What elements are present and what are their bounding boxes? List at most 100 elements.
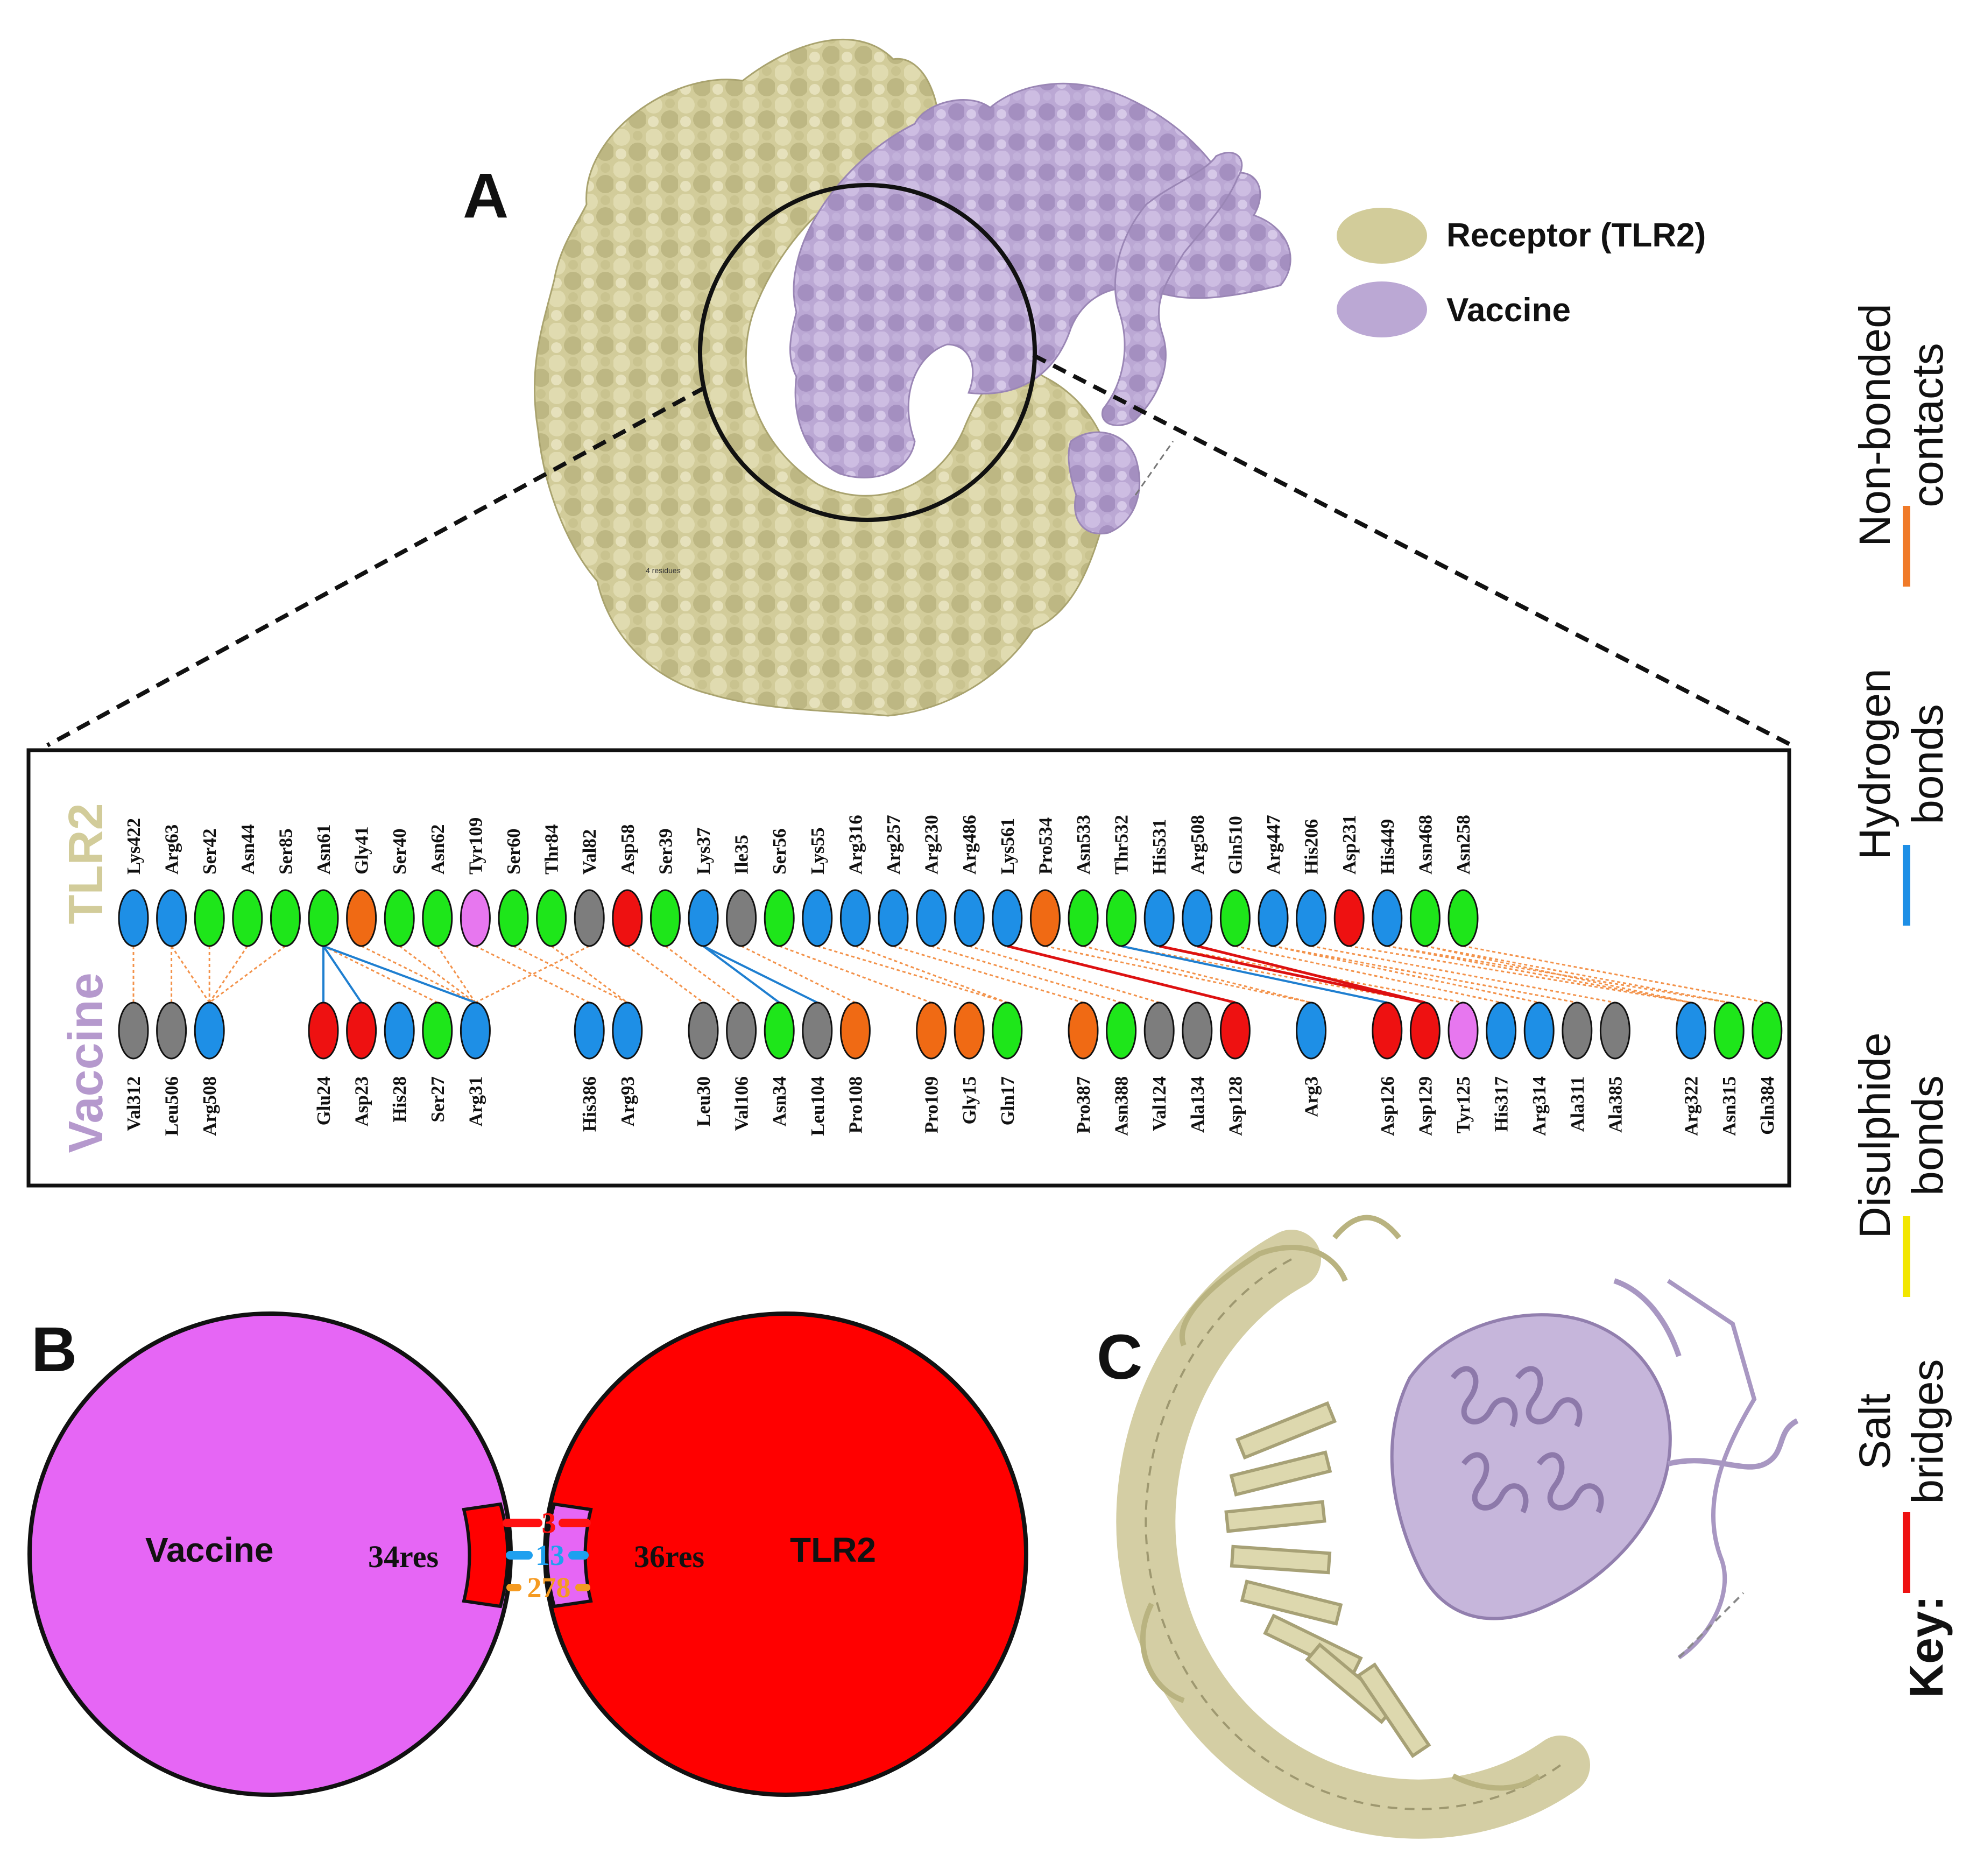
- vaccine-residue-label: His317: [1491, 1076, 1512, 1132]
- vaccine-residue: Val124: [1143, 1002, 1175, 1131]
- tlr2-residue-label: Arg316: [845, 815, 866, 874]
- nonbonded-contact-line: [1273, 945, 1540, 1004]
- vaccine-residue-node: [422, 1002, 453, 1060]
- vaccine-residue-label: Arg31: [465, 1076, 486, 1126]
- vaccine-residue-node: [1219, 1002, 1251, 1060]
- vaccine-residue-label: Tyr125: [1453, 1076, 1474, 1133]
- vaccine-side-label: Vaccine: [59, 972, 113, 1153]
- nonbonded-contact-line: [1083, 945, 1311, 1004]
- nonbonded-contact-line: [1387, 945, 1729, 1004]
- tlr2-residue-node: [346, 889, 377, 947]
- tlr2-residue-label: Ile35: [731, 835, 752, 874]
- vaccine-residue-node: [384, 1002, 415, 1060]
- vaccine-residue: Arg31: [460, 1002, 491, 1126]
- panel-c-letter: C: [1097, 1322, 1142, 1393]
- nonbonded-contact-line: [1425, 945, 1691, 1004]
- tlr2-residue-label: Arg63: [161, 824, 182, 874]
- tlr2-residue-node: [1372, 889, 1403, 947]
- tlr2-residue-label: Lys37: [693, 827, 714, 874]
- tlr2-residue-label: Thr84: [541, 824, 562, 874]
- vaccine-residue-node: [574, 1002, 605, 1060]
- tlr2-residue: Ser85: [270, 828, 301, 947]
- vaccine-residue-label: Arg3: [1301, 1076, 1322, 1117]
- tlr2-residue: Asp231: [1333, 815, 1365, 947]
- interface-box: [26, 748, 1791, 1188]
- tlr2-residue-node: [1029, 889, 1061, 947]
- tlr2-residue-label: Tyr109: [465, 817, 486, 874]
- vaccine-residue-label: Asp129: [1415, 1076, 1436, 1136]
- key-label-line2: contacts: [1903, 343, 1952, 507]
- hbond-count: 13: [535, 1539, 564, 1571]
- zoom-line-left: [46, 385, 706, 747]
- vaccine-residue-node: [1562, 1002, 1593, 1060]
- vaccine-residue-node: [194, 1002, 225, 1060]
- tlr2-residue-label: Asn44: [237, 824, 258, 874]
- vaccine-residue-node: [1448, 1002, 1479, 1060]
- vaccine-residue: Val312: [118, 1002, 149, 1131]
- vaccine-residue-node: [1523, 1002, 1555, 1060]
- tlr2-residue-label: Pro534: [1035, 817, 1056, 874]
- vaccine-residue-label: Gln384: [1757, 1076, 1778, 1135]
- vaccine-residue-label: His28: [389, 1076, 410, 1123]
- vaccine-residue-label: Arg322: [1681, 1076, 1702, 1136]
- tlr2-residue: Asp58: [612, 824, 643, 947]
- vaccine-residue-label: Arg93: [617, 1076, 638, 1126]
- tlr2-residue: Arg447: [1258, 815, 1289, 947]
- key-swatch: [1903, 845, 1910, 926]
- tlr2-residue-label: Asn533: [1073, 815, 1094, 874]
- tlr2-residue-label: Ser85: [275, 828, 296, 874]
- hydrogen-bond-line: [1121, 945, 1388, 1004]
- vaccine-residue-node: [118, 1002, 149, 1060]
- vaccine-tail-lower: [1068, 431, 1141, 534]
- vaccine-residue: Asp128: [1219, 1002, 1251, 1136]
- vaccine-residue: Pro108: [839, 1002, 871, 1133]
- tlr2-residue-node: [916, 889, 947, 947]
- vaccine-residue: Asp129: [1409, 1002, 1441, 1136]
- tlr2-residue-node: [764, 889, 795, 947]
- vaccine-residue-label: Gln17: [997, 1076, 1018, 1125]
- key-label-line1: Non-bonded: [1851, 304, 1900, 546]
- vaccine-residue-label: Ser27: [427, 1076, 448, 1123]
- vaccine-residue-label: Val106: [731, 1076, 752, 1131]
- tlr2-residue-node: [384, 889, 415, 947]
- receptor-legend-label: Receptor (TLR2): [1446, 217, 1706, 254]
- nonbonded-contact-line: [1463, 945, 1768, 1004]
- vaccine-res-count: 34res: [368, 1539, 439, 1574]
- vaccine-residue-node: [1599, 1002, 1630, 1060]
- nonbonded-contact-line: [1045, 945, 1311, 1004]
- vaccine-residue-label: Arg314: [1529, 1076, 1550, 1136]
- vaccine-residue-label: Gly15: [959, 1076, 980, 1124]
- vaccine-residue: Arg508: [194, 1002, 225, 1136]
- vaccine-residue-label: Asp128: [1225, 1076, 1246, 1136]
- vaccine-circle-label: Vaccine: [145, 1531, 273, 1569]
- vaccine-residue-node: [612, 1002, 643, 1060]
- vaccine-residue: Asn34: [764, 1002, 795, 1126]
- vaccine-surface: [789, 82, 1291, 478]
- panel-c-cartoon: [1116, 1215, 1799, 1839]
- tlr2-residue-label: Arg230: [921, 815, 942, 874]
- key-swatch: [1903, 1512, 1910, 1593]
- vaccine-residue-node: [839, 1002, 871, 1060]
- vaccine-swatch: [1337, 281, 1427, 337]
- tlr2-residue-label: Asp58: [617, 824, 638, 874]
- tlr2-residue-node: [1068, 889, 1099, 947]
- tlr2-residue: Arg316: [839, 815, 871, 947]
- nonbonded-count: 278: [527, 1571, 571, 1604]
- receptor-swatch: [1337, 208, 1427, 264]
- vaccine-residue-node: [992, 1002, 1023, 1060]
- key-label-line2: bonds: [1903, 1075, 1952, 1195]
- vaccine-residue: Tyr125: [1448, 1002, 1479, 1133]
- tlr2-residue: Arg486: [954, 815, 985, 947]
- nonbonded-contact-line: [209, 945, 286, 1004]
- vaccine-residue: Ser27: [422, 1002, 453, 1123]
- vaccine-residue: Ala134: [1182, 1002, 1213, 1133]
- zoom-line-right: [1032, 353, 1793, 747]
- vaccine-residue-node: [726, 1002, 757, 1060]
- tlr2-residue-label: Gln510: [1225, 816, 1246, 874]
